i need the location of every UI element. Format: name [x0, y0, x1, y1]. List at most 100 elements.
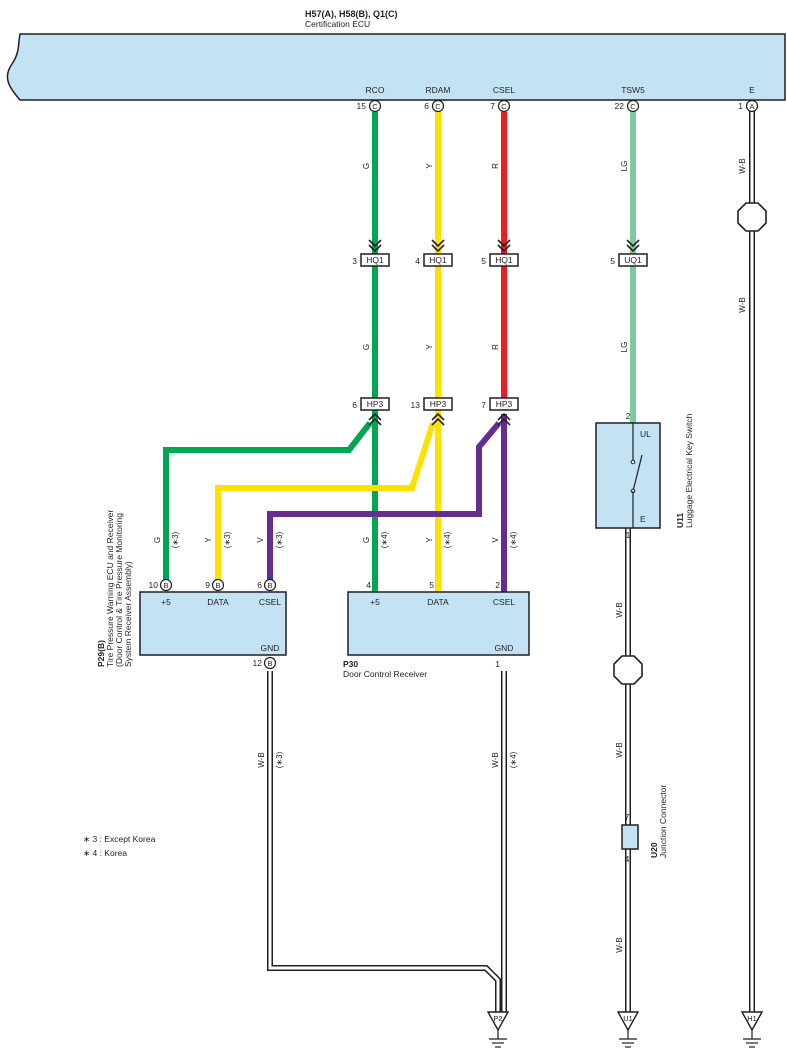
wire-label-rco-upper: G	[362, 163, 371, 169]
svg-text:1: 1	[495, 659, 500, 669]
svg-text:CSEL: CSEL	[493, 597, 515, 607]
svg-text:B: B	[267, 659, 272, 668]
svg-text:U1: U1	[623, 1014, 633, 1023]
svg-text:HP3: HP3	[430, 399, 447, 409]
svg-text:+5: +5	[161, 597, 171, 607]
wire-label-u11-gnd-1: W-B	[615, 602, 624, 617]
svg-text:+5: +5	[370, 597, 380, 607]
wire-branch-green-p29	[163, 421, 373, 580]
legend-note-3: ∗ 3 : Except Korea	[83, 834, 156, 844]
svg-text:C: C	[372, 102, 378, 111]
note-p30-violet: (∗4)	[509, 531, 518, 548]
p29-pin-12-gnd: GND B 12	[253, 643, 280, 670]
svg-text:HP3: HP3	[496, 399, 513, 409]
svg-text:H1: H1	[747, 1014, 757, 1023]
note-p29-green: (∗3)	[171, 531, 180, 548]
wire-label-u11-gnd-3: W-B	[615, 937, 624, 952]
svg-text:HQ1: HQ1	[366, 255, 384, 265]
u11-pin-bottom: 1	[626, 530, 631, 540]
svg-text:HQ1: HQ1	[429, 255, 447, 265]
wire-label-tsw5-middle: LG	[620, 342, 629, 353]
ground-wire-p29	[267, 671, 501, 1012]
ecu-pin-rco-name: RCO	[366, 85, 385, 95]
wire-label-p29-gnd: W-B	[257, 752, 266, 767]
svg-text:5: 5	[610, 256, 615, 266]
note-p30-gnd: (∗4)	[509, 751, 518, 768]
p30-name: Door Control Receiver	[343, 669, 427, 679]
svg-text:P2: P2	[493, 1014, 502, 1023]
ecu-name: Certification ECU	[305, 19, 370, 29]
ecu-pin-e-name: E	[749, 85, 755, 95]
svg-text:DATA: DATA	[207, 597, 229, 607]
svg-text:HQ1: HQ1	[495, 255, 513, 265]
svg-text:4: 4	[415, 256, 420, 266]
note-p29-yellow: (∗3)	[223, 531, 232, 548]
connector-hq1-pin3: HQ1 3	[352, 253, 390, 267]
ecu-pin-csel-name: CSEL	[493, 85, 515, 95]
u20-pin-top: 7	[625, 812, 630, 822]
svg-text:UQ1: UQ1	[624, 255, 642, 265]
svg-text:(Door Control & Tire Pressure: (Door Control & Tire Pressure Monitoring	[114, 513, 124, 667]
svg-text:6: 6	[352, 400, 357, 410]
p29-pin-9: B 9 DATA	[205, 578, 229, 607]
u11-code: U11	[675, 513, 685, 528]
wire-branch-yellow-p29	[215, 422, 436, 580]
note-p30-yellow: (∗4)	[443, 531, 452, 548]
connector-chevrons-upper	[368, 239, 640, 253]
ecu-pin-rdam-name: RDAM	[425, 85, 450, 95]
svg-text:System Receiver Assembly): System Receiver Assembly)	[123, 561, 133, 667]
svg-text:Tire Pressure Warning ECU and: Tire Pressure Warning ECU and Receiver	[105, 510, 115, 667]
svg-text:2: 2	[495, 580, 500, 590]
u20-pin-bottom: 4	[625, 854, 630, 864]
p29-pin-10: B 10 +5	[149, 578, 173, 607]
wire-label-e-upper: W-B	[738, 158, 747, 173]
ecu-pin-tsw5-num: 22	[615, 101, 625, 111]
p30-code: P30	[343, 659, 358, 669]
ecu-pin-rdam-circle: C	[431, 99, 445, 113]
wire-label-rdam-middle: Y	[425, 344, 434, 350]
ground-point-u1: U1	[616, 1011, 640, 1048]
ground-point-p2: P2	[486, 1011, 510, 1048]
wire-branch-violet-p29	[267, 421, 502, 580]
wire-label-rco-middle: G	[362, 344, 371, 350]
u11-switch-symbol	[630, 423, 643, 528]
ecu-pin-tsw5-circle: C	[626, 99, 640, 113]
svg-text:9: 9	[205, 580, 210, 590]
legend-note-4: ∗ 4 : Korea	[83, 848, 127, 858]
connector-hp3-pin6: HP3 6	[352, 397, 390, 411]
ecu-pin-e-circle: A	[745, 99, 759, 113]
wire-label-csel-upper: R	[491, 163, 500, 169]
svg-text:B: B	[163, 581, 168, 590]
svg-text:5: 5	[429, 580, 434, 590]
connector-hq1-pin5: HQ1 5	[481, 253, 519, 267]
svg-text:7: 7	[481, 400, 486, 410]
connector-uq1-pin5: UQ1 5	[610, 253, 648, 267]
ecu-pin-csel-num: 7	[490, 101, 495, 111]
svg-text:13: 13	[411, 400, 421, 410]
u11-name: Luggage Electrical Key Switch	[684, 413, 694, 528]
connector-hq1-pin4: HQ1 4	[415, 253, 453, 267]
wire-label-p30-yellow: Y	[425, 537, 434, 543]
svg-text:3: 3	[352, 256, 357, 266]
connector-hp3-pin7: HP3 7	[481, 397, 519, 411]
wire-label-p29-yellow: Y	[204, 537, 213, 543]
wire-label-tsw5-upper: LG	[620, 161, 629, 172]
p30-body	[347, 591, 530, 656]
p29-label: P29(B) Tire Pressure Warning ECU and Rec…	[96, 510, 133, 667]
u20-body	[621, 824, 639, 850]
svg-text:GND: GND	[261, 643, 280, 653]
wire-label-p29-violet: V	[256, 537, 265, 543]
wire-label-u11-gnd-2: W-B	[615, 742, 624, 757]
ecu-code: H57(A), H58(B), Q1(C)	[305, 9, 398, 19]
note-p30-green: (∗4)	[380, 531, 389, 548]
ecu-pin-csel-circle: C	[497, 99, 511, 113]
svg-text:B: B	[267, 581, 272, 590]
certification-ecu-body	[6, 33, 786, 101]
note-p29-violet: (∗3)	[275, 531, 284, 548]
u11-label-ul: UL	[640, 429, 651, 439]
note-p29-gnd: (∗3)	[275, 751, 284, 768]
u11-body	[595, 422, 661, 529]
svg-text:4: 4	[366, 580, 371, 590]
